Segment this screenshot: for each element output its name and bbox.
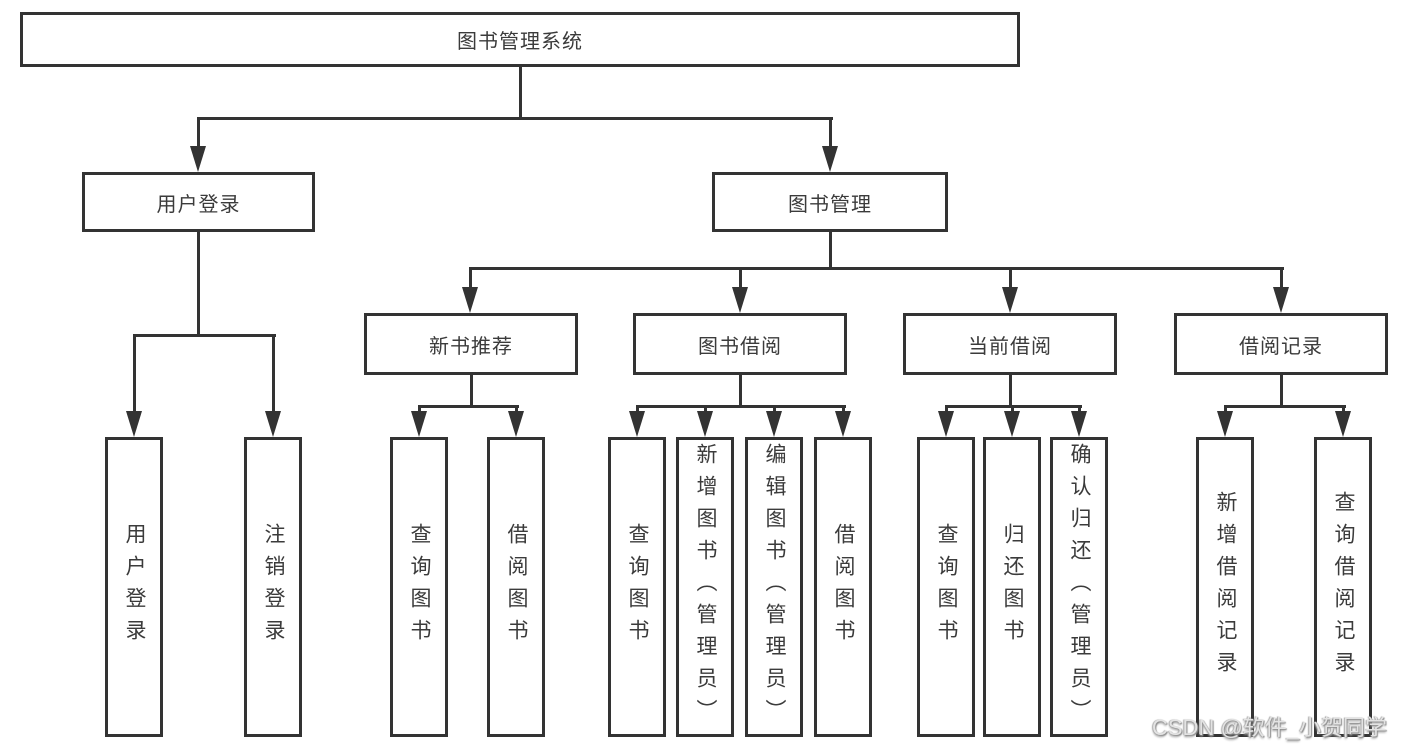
arrowhead-icon <box>190 146 206 172</box>
connector-line <box>1342 405 1345 415</box>
arrowhead-icon <box>1335 411 1351 437</box>
connector-line <box>1011 405 1014 415</box>
connector-line <box>469 267 1284 270</box>
connector-line <box>133 334 276 337</box>
leaf-query-books-borrowing: 查询图书 <box>608 437 666 737</box>
connector-line <box>197 117 200 150</box>
arrowhead-icon <box>629 411 645 437</box>
node-book-borrowing: 图书借阅 <box>633 313 847 375</box>
node-book-management-system: 图书管理系统 <box>20 12 1020 67</box>
connector-line <box>842 405 845 415</box>
connector-line <box>1224 405 1227 415</box>
arrowhead-icon <box>1002 287 1018 313</box>
arrowhead-icon <box>411 411 427 437</box>
connector-line <box>636 405 846 408</box>
arrowhead-icon <box>462 287 478 313</box>
connector-line <box>1009 375 1012 407</box>
leaf-user-login: 用户登录 <box>105 437 163 737</box>
connector-line <box>418 405 421 415</box>
connector-line <box>1280 267 1283 289</box>
connector-line <box>739 267 742 289</box>
node-new-book-recommend: 新书推荐 <box>364 313 578 375</box>
arrowhead-icon <box>1273 287 1289 313</box>
node-current-borrowing: 当前借阅 <box>903 313 1117 375</box>
leaf-add-books-admin: 新增图书（管理员） <box>676 437 734 737</box>
connector-line <box>945 405 948 415</box>
leaf-confirm-return-admin: 确认归还（管理员） <box>1050 437 1108 737</box>
connector-line <box>704 405 707 415</box>
arrowhead-icon <box>732 287 748 313</box>
connector-line <box>739 375 742 407</box>
connector-line <box>829 232 832 270</box>
connector-line <box>133 334 136 415</box>
arrowhead-icon <box>822 146 838 172</box>
arrowhead-icon <box>766 411 782 437</box>
connector-line <box>272 334 275 415</box>
connector-line <box>636 405 639 415</box>
leaf-borrow-books: 借阅图书 <box>814 437 872 737</box>
connector-line <box>418 405 519 408</box>
connector-line <box>197 232 200 337</box>
arrowhead-icon <box>697 411 713 437</box>
node-book-management: 图书管理 <box>712 172 948 232</box>
connector-line <box>1078 405 1081 415</box>
connector-line <box>773 405 776 415</box>
connector-line <box>469 267 472 289</box>
connector-line <box>1009 267 1012 289</box>
arrowhead-icon <box>508 411 524 437</box>
leaf-query-borrow-record: 查询借阅记录 <box>1314 437 1372 737</box>
arrowhead-icon <box>938 411 954 437</box>
connector-line <box>519 66 522 119</box>
arrowhead-icon <box>835 411 851 437</box>
leaf-edit-books-admin: 编辑图书（管理员） <box>745 437 803 737</box>
csdn-watermark: CSDN @软件_小贺同学 <box>1152 715 1388 740</box>
leaf-query-books-current: 查询图书 <box>917 437 975 737</box>
leaf-query-books-recommend: 查询图书 <box>390 437 448 737</box>
connector-line <box>829 117 832 150</box>
arrowhead-icon <box>1004 411 1020 437</box>
node-borrowing-records: 借阅记录 <box>1174 313 1388 375</box>
connector-line <box>1280 375 1283 407</box>
arrowhead-icon <box>1217 411 1233 437</box>
arrowhead-icon <box>126 411 142 437</box>
node-user-login: 用户登录 <box>82 172 315 232</box>
connector-line <box>470 375 473 407</box>
leaf-return-books: 归还图书 <box>983 437 1041 737</box>
leaf-borrow-books-recommend: 借阅图书 <box>487 437 545 737</box>
leaf-add-borrow-record: 新增借阅记录 <box>1196 437 1254 737</box>
arrowhead-icon <box>265 411 281 437</box>
connector-line <box>515 405 518 415</box>
leaf-logout: 注销登录 <box>244 437 302 737</box>
connector-line <box>1224 405 1346 408</box>
arrowhead-icon <box>1071 411 1087 437</box>
connector-line <box>197 117 833 120</box>
